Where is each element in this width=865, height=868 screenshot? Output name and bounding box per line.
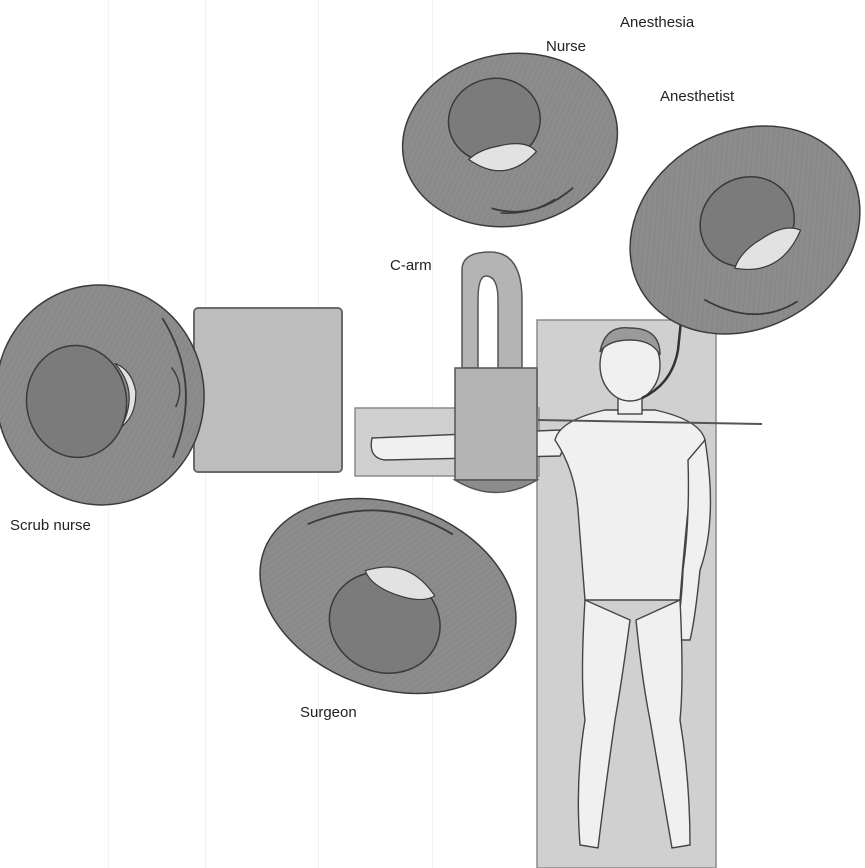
anesthetist-label: Anesthetist [660, 88, 734, 105]
nurse-figure-icon [389, 37, 632, 244]
anesthesia-label: Anesthesia [620, 14, 694, 31]
instrument-tray-icon [194, 308, 342, 472]
c-arm-label: C-arm [390, 257, 432, 274]
c-arm-device-icon [455, 252, 537, 493]
surgeon-figure-icon [232, 464, 543, 727]
surgeon-label: Surgeon [300, 704, 357, 721]
scrub-nurse-figure-icon [0, 275, 215, 516]
scrub-nurse-label: Scrub nurse [10, 517, 91, 534]
nurse-label: Nurse [546, 38, 586, 55]
